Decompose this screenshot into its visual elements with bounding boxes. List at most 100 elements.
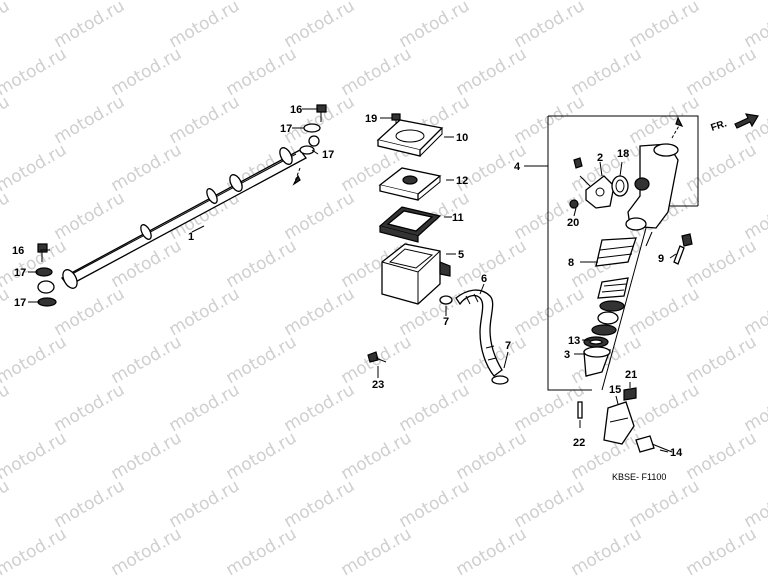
- callout-7-reservoir: 7: [443, 316, 449, 328]
- callout-21: 21: [625, 369, 637, 381]
- callout-17-top: 17: [280, 123, 292, 135]
- watermark-text: motod.ru: [0, 92, 13, 148]
- watermark-text: motod.ru: [166, 284, 244, 340]
- watermark-text: motod.ru: [396, 380, 474, 436]
- watermark-text: motod.ru: [568, 524, 646, 576]
- watermark-text: motod.ru: [108, 140, 186, 196]
- watermark-text: motod.ru: [396, 0, 474, 52]
- callout-9: 9: [658, 253, 664, 265]
- watermark-text: motod.ru: [741, 476, 768, 532]
- callout-18: 18: [617, 148, 629, 160]
- watermark-text: motod.ru: [108, 428, 186, 484]
- watermark-text: motod.ru: [626, 92, 704, 148]
- watermark-text: motod.ru: [338, 428, 416, 484]
- watermark-text: motod.ru: [683, 44, 761, 100]
- callouts: 1 2 3 4 5 6 7 7 8 9 10 11 12 13 14 15 16…: [12, 104, 683, 459]
- master-cylinder-body: [625, 116, 684, 247]
- watermark-text: motod.ru: [281, 188, 359, 244]
- watermark-text: motod.ru: [683, 428, 761, 484]
- watermark-text: motod.ru: [51, 0, 129, 52]
- watermark-text: motod.ru: [0, 236, 70, 292]
- watermark-text: motod.ru: [0, 0, 13, 52]
- watermark-text: motod.ru: [453, 428, 531, 484]
- pin: [577, 401, 583, 419]
- watermark-text: motod.ru: [683, 236, 761, 292]
- adjuster-rod: [673, 233, 693, 265]
- callout-17-mid: 17: [322, 149, 334, 161]
- callout-19: 19: [365, 113, 377, 125]
- callout-7-hose: 7: [505, 340, 511, 352]
- watermark-text: motod.ru: [166, 0, 244, 52]
- piston-kit: [591, 237, 637, 336]
- watermark-text: motod.ru: [338, 44, 416, 100]
- watermark-text: motod.ru: [223, 332, 301, 388]
- callout-14: 14: [670, 447, 683, 459]
- watermark-text: motod.ru: [166, 476, 244, 532]
- watermark-text: motod.ru: [683, 332, 761, 388]
- watermark-text: motod.ru: [511, 92, 589, 148]
- mount-bolt: [367, 351, 387, 363]
- watermark-text: motod.ru: [338, 524, 416, 576]
- callout-8: 8: [568, 257, 574, 269]
- callout-13: 13: [568, 335, 580, 347]
- hose-joint: [573, 157, 615, 209]
- watermark-text: motod.ru: [0, 140, 70, 196]
- callout-12: 12: [456, 175, 468, 187]
- watermark-text: motod.ru: [741, 380, 768, 436]
- watermark-text: motod.ru: [568, 44, 646, 100]
- watermark-text: motod.ru: [166, 380, 244, 436]
- watermark-text: motod.ru: [223, 44, 301, 100]
- clevis-assembly: [603, 387, 673, 453]
- callout-17-bottom: 17: [14, 297, 26, 309]
- watermark-text: motod.ru: [453, 524, 531, 576]
- watermark-text: motod.ru: [626, 380, 704, 436]
- brake-hose: [61, 147, 307, 289]
- watermark-text: motod.ru: [396, 476, 474, 532]
- watermark-text: motod.ru: [0, 428, 70, 484]
- watermark-text: motod.ru: [683, 524, 761, 576]
- watermark-text: motod.ru: [51, 476, 129, 532]
- watermark-text: motod.ru: [453, 236, 531, 292]
- watermark-text: motod.ru: [683, 140, 761, 196]
- o-ring: [611, 175, 629, 197]
- watermark-text: motod.ru: [511, 284, 589, 340]
- watermark-text: motod.ru: [281, 0, 359, 52]
- watermark-text: motod.ru: [51, 92, 129, 148]
- boot: [583, 346, 611, 377]
- watermark-text: motod.ru: [626, 284, 704, 340]
- callout-2: 2: [597, 152, 603, 164]
- watermark-text: motod.ru: [626, 0, 704, 52]
- watermark-text: motod.ru: [0, 284, 13, 340]
- watermark-text: motod.ru: [741, 0, 768, 52]
- callout-16-top: 16: [290, 104, 302, 116]
- watermark-text: motod.ru: [0, 0, 70, 4]
- watermark-text: motod.ru: [0, 524, 70, 576]
- watermark-text: motod.ru: [511, 0, 589, 52]
- front-direction-label: FR.: [710, 118, 729, 134]
- reservoir-body: [381, 243, 453, 305]
- callout-15: 15: [609, 384, 621, 396]
- watermark-text: motod.ru: [511, 380, 589, 436]
- watermark-text: motod.ru: [281, 380, 359, 436]
- diaphragm: [378, 206, 442, 243]
- watermark-text: motod.ru: [0, 380, 13, 436]
- watermark-text: motod.ru: [0, 476, 13, 532]
- watermark-text: motod.ru: [281, 476, 359, 532]
- leader-lines: [28, 108, 677, 453]
- circlip: [583, 336, 609, 348]
- callout-17-lower: 17: [14, 267, 26, 279]
- watermark-text: motod.ru: [741, 188, 768, 244]
- callout-6: 6: [481, 273, 487, 285]
- watermark-text: motod.ru: [511, 476, 589, 532]
- callout-11: 11: [452, 212, 464, 224]
- watermark-text: motod.ru: [166, 92, 244, 148]
- watermark-text: motod.ru: [223, 236, 301, 292]
- watermark-text: motod.ru: [223, 428, 301, 484]
- callout-5: 5: [458, 249, 464, 261]
- callout-20: 20: [567, 217, 579, 229]
- callout-1: 1: [188, 231, 194, 243]
- watermark-text: motod.ru: [741, 284, 768, 340]
- watermark-text: motod.ru: [108, 524, 186, 576]
- watermark-text: motod.ru: [108, 332, 186, 388]
- hose-end-hardware: [35, 104, 327, 307]
